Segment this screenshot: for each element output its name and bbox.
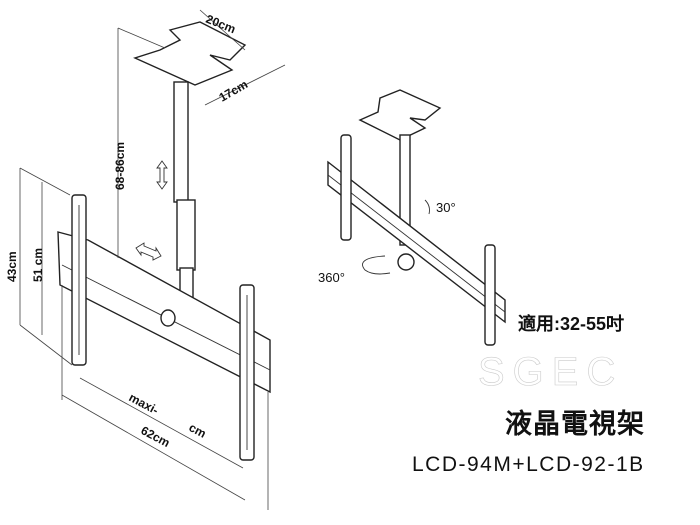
center-hole: [160, 309, 176, 327]
lower-pole: [176, 199, 196, 271]
tilt-arrow-icon: [424, 199, 430, 215]
width-suffix-label: cm: [187, 420, 209, 441]
ceiling-plate-small: [358, 89, 442, 141]
height-inner-label: 51 cm: [31, 248, 45, 282]
up-down-arrow-icon: [156, 160, 168, 190]
slide-arrow-icon: [135, 242, 162, 261]
pole-length-label: 68-86cm: [113, 142, 127, 190]
watermark: SGEC: [478, 350, 624, 395]
left-rail-small: [340, 134, 352, 241]
swivel-label: 360°: [318, 270, 345, 285]
ceiling-plate: [133, 21, 247, 86]
upper-pole: [173, 81, 189, 203]
width-value-label: 62cm: [139, 423, 173, 450]
swivel-arrow-icon: [362, 255, 391, 275]
model-number: LCD-94M+LCD-92-1B: [412, 453, 645, 476]
right-rail-small: [484, 244, 496, 346]
screen-size-spec: 適用:32-55吋: [518, 314, 625, 334]
left-mount-drawing: [19, 9, 286, 510]
plate-depth-label: 17cm: [217, 77, 251, 104]
product-title: 液晶電視架: [505, 409, 645, 440]
height-outer-label: 43cm: [5, 251, 19, 282]
right-mount-drawing: [327, 89, 506, 346]
swivel-joint: [397, 253, 415, 271]
tv-plate-small: [327, 160, 506, 324]
tilt-label: 30°: [436, 200, 456, 215]
